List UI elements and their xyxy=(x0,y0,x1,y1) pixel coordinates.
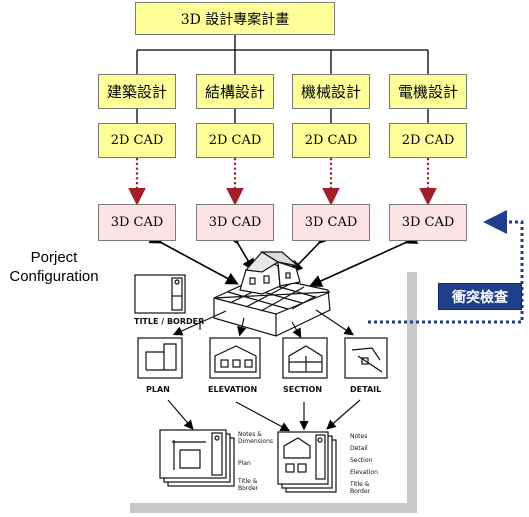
sketch-shadow xyxy=(130,272,417,513)
cad3d-box-architecture: 3D CAD xyxy=(98,204,176,241)
discipline-label: 建築設計 xyxy=(106,83,167,101)
project-sketch xyxy=(134,251,388,493)
detail-label: DETAIL xyxy=(350,385,381,394)
sheet1-notes: Notes & Dimensions Plan Title & Border xyxy=(237,431,273,492)
cad3d-box-mechanical: 3D CAD xyxy=(292,204,370,241)
conversion-arrows xyxy=(128,158,437,206)
project-plan-box: 3D 設計專案計畫 xyxy=(135,2,335,35)
sheet2-note: Section xyxy=(350,457,372,464)
discipline-box-mechanical: 機械設計 xyxy=(292,74,370,109)
sheet1-note: Border xyxy=(238,485,259,492)
cad3d-label: 3D CAD xyxy=(208,215,262,230)
cad3d-label: 3D CAD xyxy=(304,215,358,230)
tree-connectors xyxy=(136,35,429,123)
section-panel xyxy=(282,337,328,379)
discipline-label: 結構設計 xyxy=(204,83,265,101)
discipline-label: 電機設計 xyxy=(397,83,458,101)
cad3d-box-structure: 3D CAD xyxy=(196,204,274,241)
plan-sheet xyxy=(159,429,235,487)
collision-check-badge: 衝突檢查 xyxy=(438,283,522,310)
discipline-box-structure: 結構設計 xyxy=(196,74,274,109)
cad2d-box-architecture: 2D CAD xyxy=(98,123,176,158)
cad2d-box-mechanical: 2D CAD xyxy=(292,123,370,158)
section-sheet xyxy=(277,431,337,493)
discipline-label: 機械設計 xyxy=(300,83,361,101)
plan-label: PLAN xyxy=(146,385,170,394)
sheet2-notes: Notes Detail Section Elevation Title & B… xyxy=(349,433,378,495)
sheet2-note: Notes xyxy=(350,433,367,440)
section-label: SECTION xyxy=(283,385,322,394)
title-border-sheet xyxy=(134,274,186,314)
cad3d-label: 3D CAD xyxy=(401,215,455,230)
cad2d-label: 2D CAD xyxy=(304,133,358,148)
cad3d-label: 3D CAD xyxy=(110,215,164,230)
plan-panel xyxy=(137,337,183,379)
sheet1-note: Plan xyxy=(238,460,251,467)
sheet1-note: Notes & xyxy=(238,431,262,438)
discipline-box-architecture: 建築設計 xyxy=(98,74,176,109)
cad2d-label: 2D CAD xyxy=(401,133,455,148)
title-border-label: TITLE / BORDER xyxy=(134,317,204,326)
collision-check-path xyxy=(368,210,524,324)
elevation-label: ELEVATION xyxy=(208,385,257,394)
detail-panel xyxy=(344,337,388,379)
sheet2-note: Border xyxy=(350,488,371,495)
discipline-box-electrical: 電機設計 xyxy=(389,74,467,109)
collision-check-label: 衝突檢查 xyxy=(452,289,508,306)
cad2d-label: 2D CAD xyxy=(208,133,262,148)
sheet2-note: Elevation xyxy=(350,469,378,476)
project-configuration-label: Porject Configuration xyxy=(2,248,106,286)
config-line-1: Porject xyxy=(30,249,78,266)
project-plan-title: 3D 設計專案計畫 xyxy=(180,11,290,28)
sheet2-note: Title & xyxy=(349,481,370,488)
config-line-2: Configuration xyxy=(9,268,99,285)
elevation-panel xyxy=(209,337,261,379)
building-model xyxy=(213,251,331,337)
cad2d-box-structure: 2D CAD xyxy=(196,123,274,158)
sheet1-note: Dimensions xyxy=(238,438,273,445)
sheet2-note: Detail xyxy=(350,445,368,452)
cad2d-label: 2D CAD xyxy=(110,133,164,148)
sheet1-note: Title & xyxy=(237,478,258,485)
cad3d-box-electrical: 3D CAD xyxy=(389,204,467,241)
cad2d-box-electrical: 2D CAD xyxy=(389,123,467,158)
